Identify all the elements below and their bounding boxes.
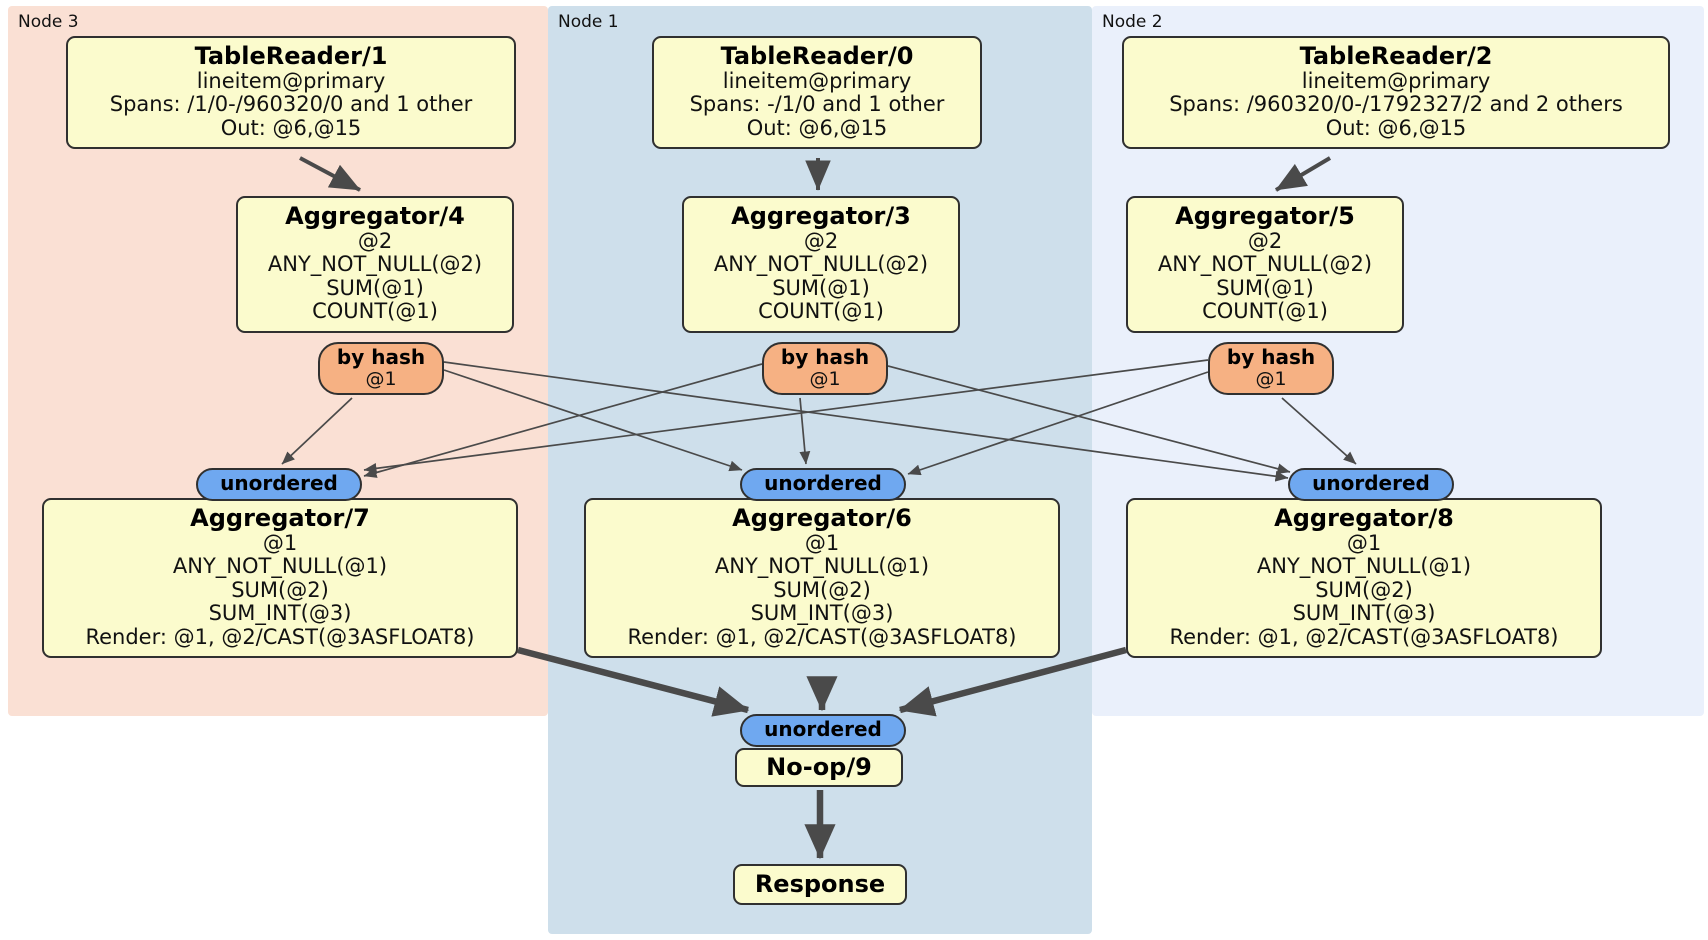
router-label: by hash	[1226, 345, 1316, 369]
router-by-hash-aggregator5[interactable]: by hash @1	[1208, 342, 1334, 396]
processor-render-line: Render: @1, @2/CAST(@3ASFLOAT8)	[1169, 624, 1559, 649]
processor-line: Out: @6,@15	[1325, 115, 1467, 140]
processor-line: lineitem@primary	[1301, 68, 1491, 93]
processor-line: COUNT(@1)	[1202, 299, 1328, 324]
processor-tablereader2[interactable]: TableReader/2 lineitem@primary Spans: /9…	[1122, 36, 1670, 150]
processor-aggregator4[interactable]: Aggregator/4 @2 ANY_NOT_NULL(@2) SUM(@1)…	[236, 196, 514, 333]
router-label: by hash	[336, 345, 426, 369]
processor-line: ANY_NOT_NULL(@2)	[1157, 252, 1373, 277]
processor-line: ANY_NOT_NULL(@1)	[714, 554, 930, 579]
processor-title: TableReader/0	[720, 42, 914, 70]
processor-line: SUM(@1)	[1216, 275, 1314, 300]
processor-line: SUM(@2)	[1315, 577, 1413, 602]
processor-line: COUNT(@1)	[758, 299, 884, 324]
processor-line: Out: @6,@15	[220, 115, 362, 140]
processor-title: No-op/9	[766, 753, 872, 781]
synchronizer-label: unordered	[764, 717, 882, 741]
processor-line: @1	[1346, 530, 1382, 555]
processor-line: SUM(@1)	[326, 275, 424, 300]
processor-line: SUM_INT(@3)	[208, 601, 352, 626]
processor-line: SUM(@2)	[231, 577, 329, 602]
processor-line: ANY_NOT_NULL(@2)	[713, 252, 929, 277]
processor-line: @2	[357, 228, 393, 253]
processor-line: Out: @6,@15	[746, 115, 888, 140]
processor-line: COUNT(@1)	[312, 299, 438, 324]
processor-noop9[interactable]: No-op/9	[735, 748, 903, 787]
processor-line: @2	[803, 228, 839, 253]
processor-line: SUM(@1)	[772, 275, 870, 300]
processor-line: Spans: /960320/0-/1792327/2 and 2 others	[1169, 92, 1623, 117]
processor-line: ANY_NOT_NULL(@1)	[1256, 554, 1472, 579]
processor-line: @2	[1247, 228, 1283, 253]
synchronizer-label: unordered	[1312, 471, 1430, 495]
synchronizer-unordered-noop9[interactable]: unordered	[740, 714, 906, 747]
processor-tablereader0[interactable]: TableReader/0 lineitem@primary Spans: -/…	[652, 36, 982, 150]
processor-aggregator7[interactable]: Aggregator/7 @1 ANY_NOT_NULL(@1) SUM(@2)…	[42, 498, 518, 659]
node-panel-label-node1: Node 1	[558, 12, 619, 32]
processor-title: Response	[754, 870, 886, 898]
router-by-hash-aggregator4[interactable]: by hash @1	[318, 342, 444, 396]
processor-render-line: Render: @1, @2/CAST(@3ASFLOAT8)	[627, 624, 1017, 649]
processor-line: lineitem@primary	[722, 68, 912, 93]
processor-title: Aggregator/4	[285, 202, 465, 230]
processor-aggregator3[interactable]: Aggregator/3 @2 ANY_NOT_NULL(@2) SUM(@1)…	[682, 196, 960, 333]
processor-title: TableReader/2	[1299, 42, 1493, 70]
synchronizer-label: unordered	[220, 471, 338, 495]
processor-line: @1	[804, 530, 840, 555]
router-column: @1	[1255, 367, 1287, 390]
router-column: @1	[365, 367, 397, 390]
processor-aggregator5[interactable]: Aggregator/5 @2 ANY_NOT_NULL(@2) SUM(@1)…	[1126, 196, 1404, 333]
processor-title: Aggregator/8	[1274, 504, 1454, 532]
processor-aggregator6[interactable]: Aggregator/6 @1 ANY_NOT_NULL(@1) SUM(@2)…	[584, 498, 1060, 659]
processor-render-line: Render: @1, @2/CAST(@3ASFLOAT8)	[85, 624, 475, 649]
router-column: @1	[809, 367, 841, 390]
processor-line: ANY_NOT_NULL(@2)	[267, 252, 483, 277]
processor-line: lineitem@primary	[196, 68, 386, 93]
processor-line: ANY_NOT_NULL(@1)	[172, 554, 388, 579]
processor-aggregator8[interactable]: Aggregator/8 @1 ANY_NOT_NULL(@1) SUM(@2)…	[1126, 498, 1602, 659]
processor-tablereader1[interactable]: TableReader/1 lineitem@primary Spans: /1…	[66, 36, 516, 150]
processor-line: SUM_INT(@3)	[750, 601, 894, 626]
processor-response[interactable]: Response	[733, 864, 907, 905]
processor-line: SUM(@2)	[773, 577, 871, 602]
processor-title: TableReader/1	[194, 42, 388, 70]
processor-title: Aggregator/5	[1175, 202, 1355, 230]
router-by-hash-aggregator3[interactable]: by hash @1	[762, 342, 888, 396]
processor-title: Aggregator/6	[732, 504, 912, 532]
synchronizer-unordered-aggregator7[interactable]: unordered	[196, 468, 362, 501]
synchronizer-unordered-aggregator8[interactable]: unordered	[1288, 468, 1454, 501]
synchronizer-label: unordered	[764, 471, 882, 495]
processor-title: Aggregator/7	[190, 504, 370, 532]
processor-title: Aggregator/3	[731, 202, 911, 230]
synchronizer-unordered-aggregator6[interactable]: unordered	[740, 468, 906, 501]
processor-line: Spans: -/1/0 and 1 other	[689, 92, 945, 117]
processor-line: Spans: /1/0-/960320/0 and 1 other	[109, 92, 473, 117]
node-panel-label-node2: Node 2	[1102, 12, 1163, 32]
router-label: by hash	[780, 345, 870, 369]
node-panel-label-node3: Node 3	[18, 12, 79, 32]
processor-line: @1	[262, 530, 298, 555]
processor-line: SUM_INT(@3)	[1292, 601, 1436, 626]
